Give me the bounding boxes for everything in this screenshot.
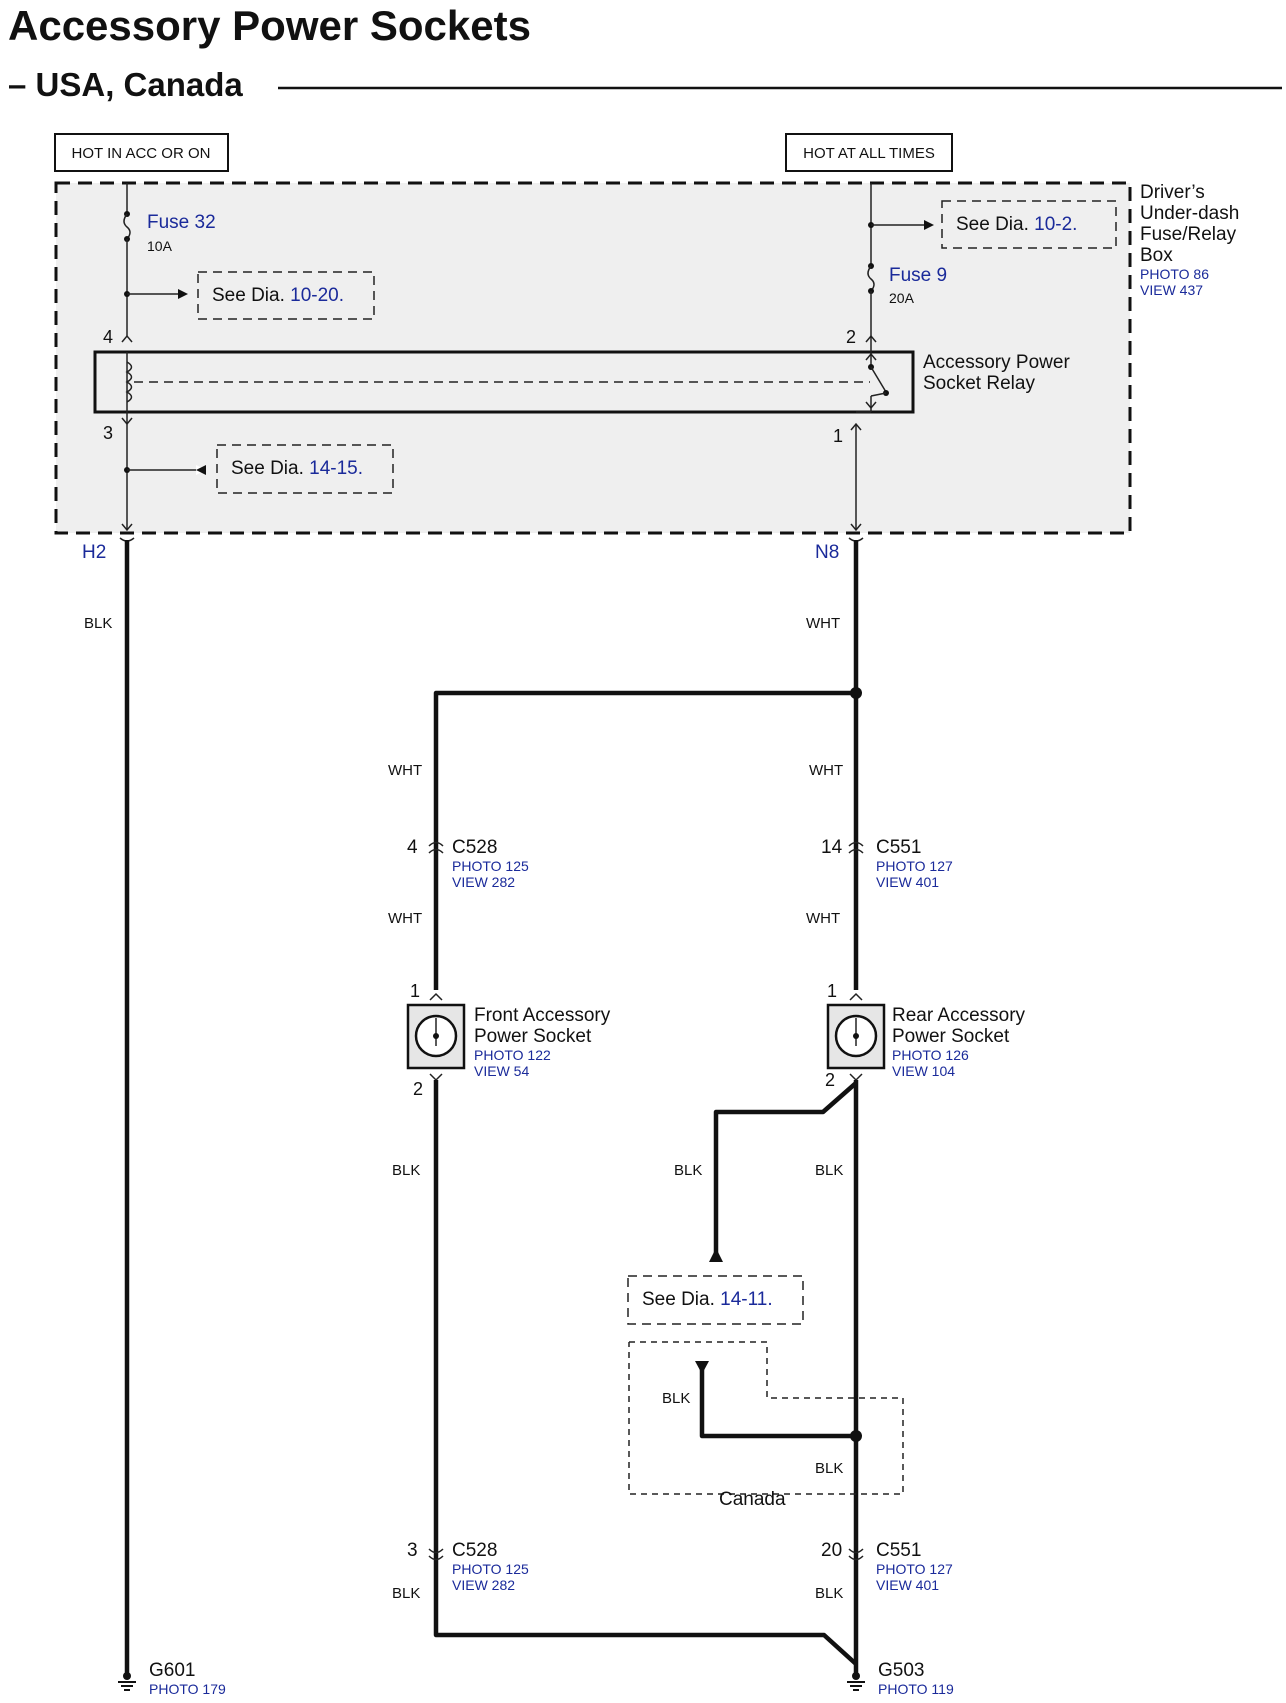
wire-color-wht-front-2: WHT — [388, 910, 422, 927]
c551-bottom-photo: PHOTO 127 — [876, 1561, 953, 1577]
rear-socket-photo: PHOTO 126 — [892, 1047, 969, 1063]
c528-top-name: C528 — [452, 837, 497, 858]
see-dia-14-15: See Dia. 14-15. — [231, 458, 363, 479]
wire-canada-ground — [699, 1368, 856, 1439]
fuse-box-view: VIEW 437 — [1140, 282, 1203, 298]
ground-g503-photo: PHOTO 119 — [878, 1681, 954, 1697]
wire-color-wht-rear-2: WHT — [806, 910, 840, 927]
wire-color-blk-front: BLK — [392, 1162, 420, 1179]
hot-at-all-times-box — [785, 133, 953, 172]
c551-top-photo: PHOTO 127 — [876, 858, 953, 874]
ground-icon — [847, 1672, 865, 1691]
relay-pin-4: 4 — [103, 327, 113, 347]
rear-socket-name-2: Power Socket — [892, 1026, 1010, 1047]
fuse-32-rating: 10A — [147, 238, 173, 254]
rear-socket-pin-2: 2 — [825, 1070, 835, 1090]
front-socket-pin-2: 2 — [413, 1079, 423, 1099]
rear-socket-name-1: Rear Accessory — [892, 1005, 1026, 1026]
ground-g601-photo: PHOTO 179 — [149, 1681, 226, 1697]
wire-color-blk-canada: BLK — [662, 1390, 690, 1407]
hot-in-acc-label: HOT IN ACC OR ON — [72, 145, 211, 162]
fuse-relay-box — [54, 181, 1132, 535]
wire-color-blk-rear: BLK — [815, 1162, 843, 1179]
see-dia-14-11: See Dia. 14-11. — [642, 1289, 773, 1310]
hot-in-acc-box — [54, 133, 229, 172]
fuse-box-name-3: Fuse/Relay — [1140, 224, 1237, 245]
ground-g503-name: G503 — [878, 1660, 924, 1681]
c528-bottom-view: VIEW 282 — [452, 1577, 515, 1593]
front-socket-name-1: Front Accessory — [474, 1005, 611, 1026]
relay-name-1: Accessory Power — [923, 352, 1070, 373]
wire-color-blk-dia: BLK — [674, 1162, 702, 1179]
fuse-box-name-1: Driver’s — [1140, 182, 1205, 203]
see-dia-10-20: See Dia. 10-20. — [212, 285, 344, 306]
rear-socket-pin-1: 1 — [827, 981, 837, 1001]
relay-coil-icon — [125, 361, 133, 403]
front-socket-view: VIEW 54 — [474, 1063, 529, 1079]
accessory-power-socket-relay — [93, 350, 915, 414]
relay-name-2: Socket Relay — [923, 373, 1035, 394]
see-dia-10-2: See Dia. 10-2. — [956, 214, 1077, 235]
wire-color-wht-front-1: WHT — [388, 762, 422, 779]
wire-front-to-g503 — [433, 1080, 858, 1666]
c551-bottom-name: C551 — [876, 1540, 921, 1561]
ground-g601-name: G601 — [149, 1660, 195, 1681]
c528-bottom-pin: 3 — [407, 1540, 418, 1561]
wire-color-blk-rear-3: BLK — [815, 1585, 843, 1602]
fuse-box-name-4: Box — [1140, 245, 1173, 266]
c528-bottom-name: C528 — [452, 1540, 497, 1561]
rear-socket-view: VIEW 104 — [892, 1063, 955, 1079]
wire-color-blk-front-2: BLK — [392, 1585, 420, 1602]
canada-label: Canada — [719, 1489, 786, 1510]
wire-rear-to-dia-14-11 — [713, 1081, 858, 1253]
wire-color-blk-h2: BLK — [84, 615, 112, 632]
c551-top-view: VIEW 401 — [876, 874, 939, 890]
wire-color-wht-rear-1: WHT — [809, 762, 843, 779]
c528-top-pin: 4 — [407, 837, 418, 858]
see-dia-14-15-box — [216, 444, 394, 494]
fuse-9-symbol — [867, 265, 875, 292]
page-title: Accessory Power Sockets — [8, 2, 531, 49]
c551-bottom-view: VIEW 401 — [876, 1577, 939, 1593]
c528-top-view: VIEW 282 — [452, 874, 515, 890]
hot-at-all-times-label: HOT AT ALL TIMES — [803, 145, 935, 162]
c551-top-name: C551 — [876, 837, 921, 858]
c528-bottom-photo: PHOTO 125 — [452, 1561, 529, 1577]
see-dia-14-11-box — [627, 1275, 804, 1325]
terminal-n8: N8 — [815, 542, 839, 563]
canada-region — [628, 1341, 904, 1495]
relay-pin-1: 1 — [833, 426, 843, 446]
front-socket-pin-1: 1 — [410, 981, 420, 1001]
terminal-h2: H2 — [82, 542, 106, 563]
fuse-32-name: Fuse 32 — [147, 212, 216, 233]
front-socket-name-2: Power Socket — [474, 1026, 592, 1047]
front-socket-photo: PHOTO 122 — [474, 1047, 551, 1063]
fuse-box-photo: PHOTO 86 — [1140, 266, 1209, 282]
fuse-9-rating: 20A — [889, 290, 915, 306]
wire-wht-to-front — [433, 690, 856, 990]
relay-pin-3: 3 — [103, 423, 113, 443]
fuse-32-symbol — [123, 213, 131, 240]
c551-top-pin: 14 — [821, 837, 843, 858]
fuse-9-name: Fuse 9 — [889, 265, 947, 286]
wire-color-blk-rear-2: BLK — [815, 1460, 843, 1477]
fuse-box-name-2: Under-dash — [1140, 203, 1239, 224]
see-dia-10-2-box — [941, 200, 1117, 249]
c528-top-photo: PHOTO 125 — [452, 858, 529, 874]
wire-color-wht-n8: WHT — [806, 615, 840, 632]
page-subtitle: – USA, Canada — [8, 66, 243, 103]
relay-pin-2: 2 — [846, 327, 856, 347]
see-dia-10-20-box — [197, 271, 375, 320]
splice-blk — [850, 1430, 862, 1442]
c551-bottom-pin: 20 — [821, 1540, 842, 1561]
ground-icon — [118, 1672, 136, 1691]
